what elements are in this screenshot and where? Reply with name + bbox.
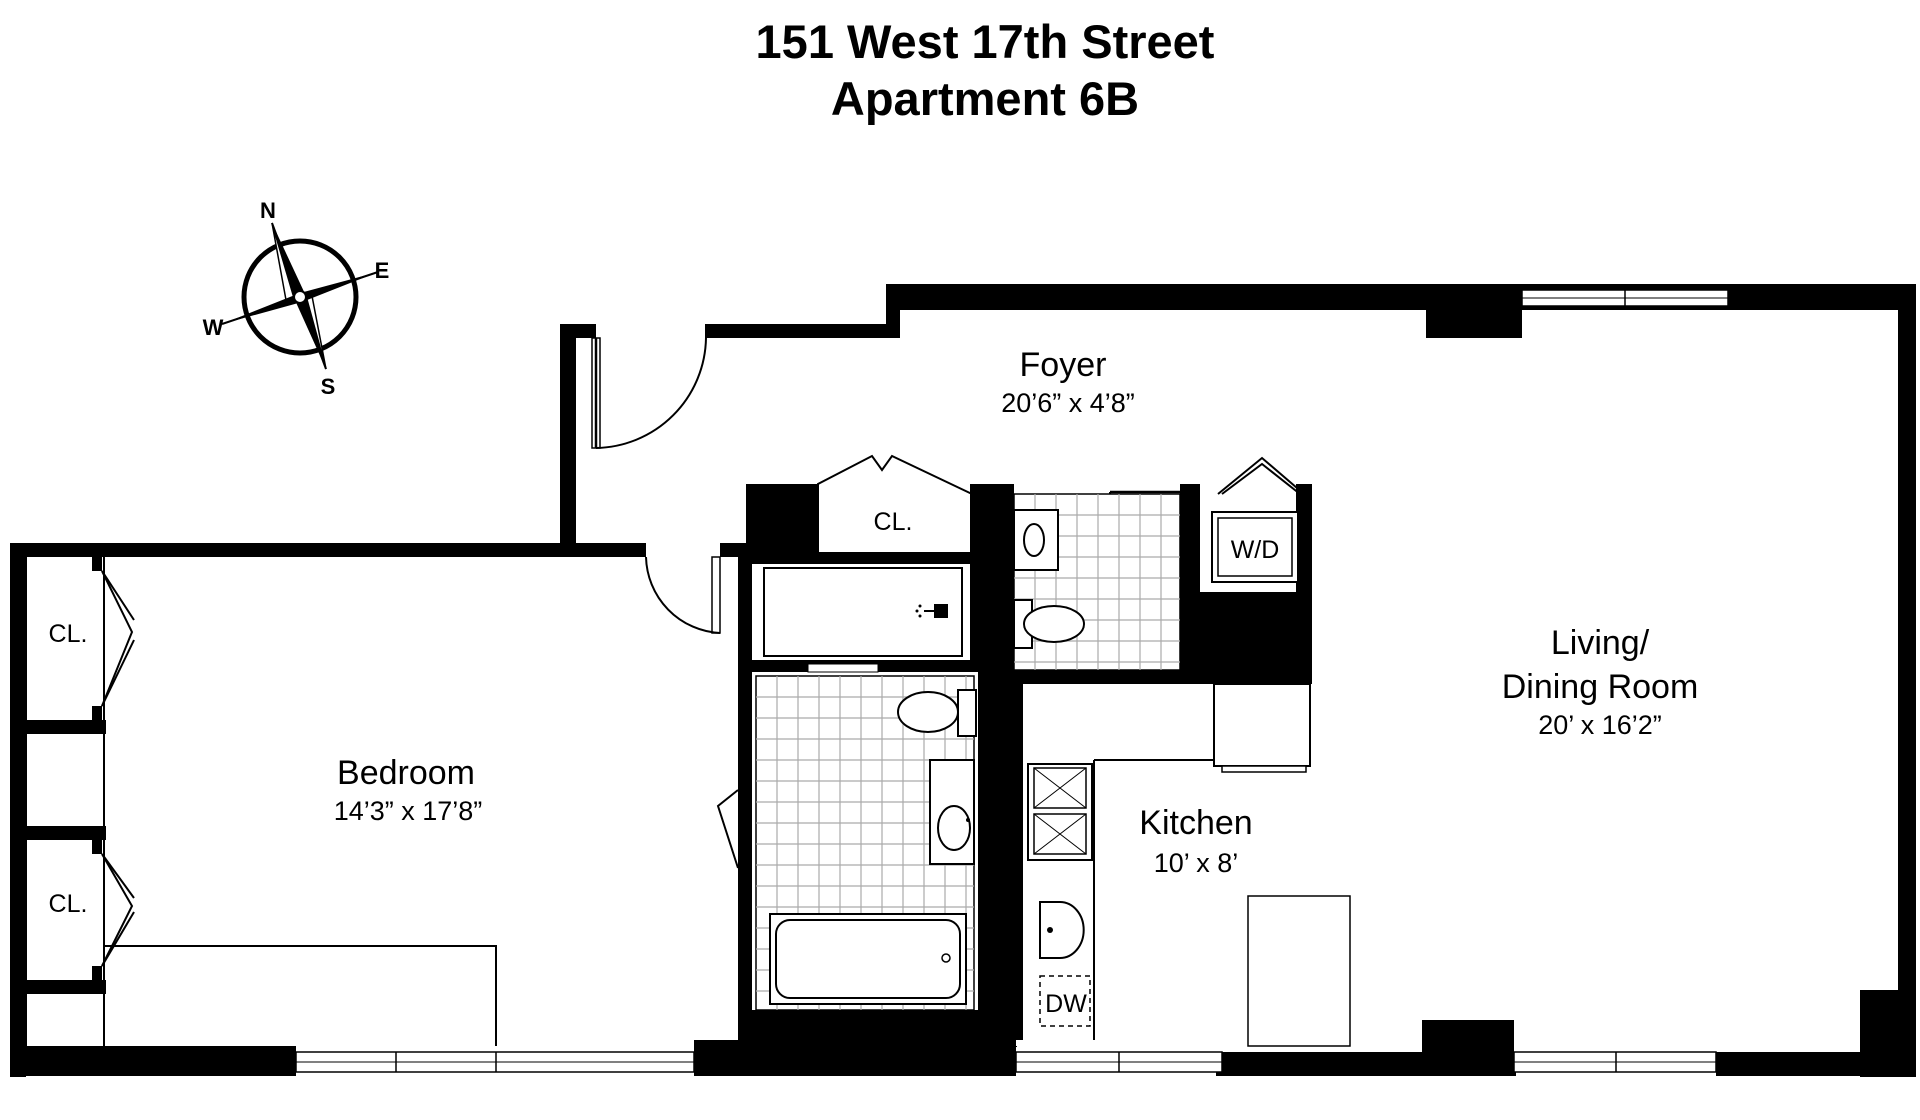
foyer-dimensions: 20’6” x 4’8” <box>1001 388 1135 418</box>
bedroom-label: Bedroom <box>337 754 475 792</box>
sink-icon <box>929 759 975 865</box>
compass-rose-icon: N S E W <box>203 198 390 399</box>
toilet-icon <box>897 689 977 737</box>
bathtub-icon <box>769 913 967 1005</box>
address-title: 151 West 17th Street <box>756 15 1215 68</box>
washer-dryer: W/D <box>1211 511 1299 583</box>
bedroom-dimensions: 14’3” x 17’8” <box>334 796 483 826</box>
apartment-title: Apartment 6B <box>831 72 1139 125</box>
second-bathroom <box>1013 493 1181 671</box>
foyer-closet: CL. <box>817 494 913 552</box>
toilet-icon <box>1013 599 1085 649</box>
bed-outline <box>103 945 497 1046</box>
kitchen-fixtures: DW <box>1021 683 1351 1047</box>
kitchen-label: Kitchen <box>1139 804 1252 842</box>
compass-south: S <box>321 374 336 399</box>
compass-north: N <box>260 198 276 223</box>
living-dimensions: 20’ x 16’2” <box>1538 710 1662 740</box>
foyer-label: Foyer <box>1020 346 1107 384</box>
closet-label-bedroom-1: CL. <box>49 620 88 648</box>
stove-icon <box>1027 763 1093 861</box>
closet-label-foyer: CL. <box>874 508 913 536</box>
living-label-line2: Dining Room <box>1502 668 1699 706</box>
compass-east: E <box>375 258 390 283</box>
washer-dryer-label: W/D <box>1231 536 1280 564</box>
living-label-line1: Living/ <box>1551 624 1650 662</box>
compass-west: W <box>203 315 224 340</box>
main-bathroom <box>755 663 977 1011</box>
windows <box>295 289 1729 1073</box>
sink-icon <box>1013 509 1059 571</box>
closet-label-bedroom-2: CL. <box>49 890 88 918</box>
interior-walls <box>10 484 1312 1062</box>
shower <box>763 567 963 657</box>
dishwasher-label: DW <box>1045 990 1087 1018</box>
kitchen-sink-icon <box>1039 901 1085 959</box>
bedroom-closets: CL. CL. <box>25 557 135 1046</box>
kitchen-dimensions: 10’ x 8’ <box>1154 848 1239 878</box>
